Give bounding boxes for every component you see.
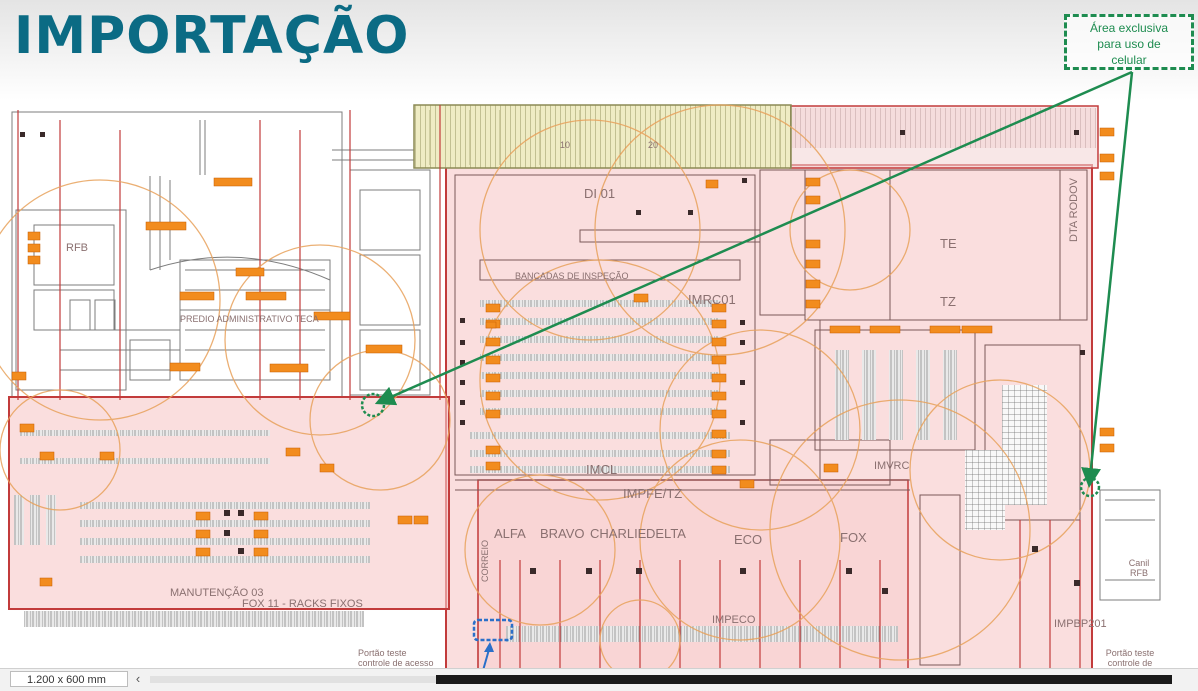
label-bancadas: BANCADAS DE INSPEÇÃO: [515, 271, 629, 281]
label-tz: TZ: [940, 294, 956, 309]
scrollbar-thumb[interactable]: [436, 675, 1172, 684]
phone-note-line: Área exclusiva: [1089, 21, 1169, 35]
canil-building: [1099, 489, 1161, 601]
label-fox: FOX: [840, 530, 867, 545]
scroll-left-button[interactable]: ‹: [135, 671, 141, 686]
ruler-tick: 10: [560, 140, 571, 150]
left-building-linework: [11, 111, 450, 398]
gate-arrow-head: [484, 642, 494, 652]
arrow-to-right-area: [1081, 71, 1134, 488]
label-alfa: ALFA: [494, 526, 526, 541]
cameras: [20, 130, 1085, 594]
label-dta: DTA RODOV: [1068, 178, 1080, 242]
dock-doors: [506, 626, 898, 642]
label-te: TE: [940, 236, 957, 251]
header-band: [0, 0, 1198, 100]
label-imrc01: IMRC01: [688, 292, 736, 307]
label-impfe: IMPFE/TZ: [623, 486, 683, 501]
label-eco: ECO: [734, 532, 763, 547]
camera-tags: [11, 127, 1115, 587]
label-correio: CORREIO: [480, 540, 490, 583]
label-imvrc: IMVRC: [874, 460, 910, 472]
label-charlie: CHARLIE: [590, 526, 647, 541]
arrow-to-left-area: [374, 70, 1133, 406]
label-rfb: RFB: [66, 242, 88, 254]
phone-note-line: celular: [1111, 53, 1147, 67]
label-bravo: BRAVO: [540, 526, 585, 541]
zone-top-red-hatch: [792, 108, 1096, 148]
zones: [8, 104, 1099, 674]
phone-note-line: para uso de: [1097, 37, 1161, 51]
gate-area: [472, 618, 514, 642]
fox11-racks: [14, 430, 370, 563]
label-imcl: IMCL: [586, 462, 618, 477]
page-title: IMPORTAÇÃO: [14, 6, 410, 66]
left-bottom-racks: [24, 611, 364, 627]
zone-main: [445, 164, 1093, 674]
label-fox11: FOX 11 - RACKS FIXOS: [242, 598, 363, 610]
yellow-band-lines: [429, 110, 781, 165]
label-impeco: IMPECO: [712, 614, 756, 626]
structural-lines: [17, 105, 1081, 670]
label-canil: Canil RFB: [1128, 558, 1150, 578]
ruler-tick: 20: [648, 140, 659, 150]
main-zone-linework: [454, 169, 1088, 666]
imvrc-racks: [835, 350, 1047, 530]
label-delta: DELTA: [646, 526, 686, 541]
label-manutencao: MANUTENÇÃO 03: [170, 587, 264, 599]
label-portao-left: Portão teste controle de acesso: [358, 648, 434, 668]
scale-readout[interactable]: 1.200 x 600 mm: [10, 671, 128, 687]
phone-area-note: Área exclusiva para uso de celular: [1064, 14, 1194, 70]
label-di01: DI 01: [584, 186, 616, 201]
zone-top-yellow: [413, 104, 792, 169]
label-predio: PREDIO ADMINISTRATIVO TECA: [180, 314, 319, 324]
label-impbp: IMPBP201: [1054, 618, 1107, 630]
